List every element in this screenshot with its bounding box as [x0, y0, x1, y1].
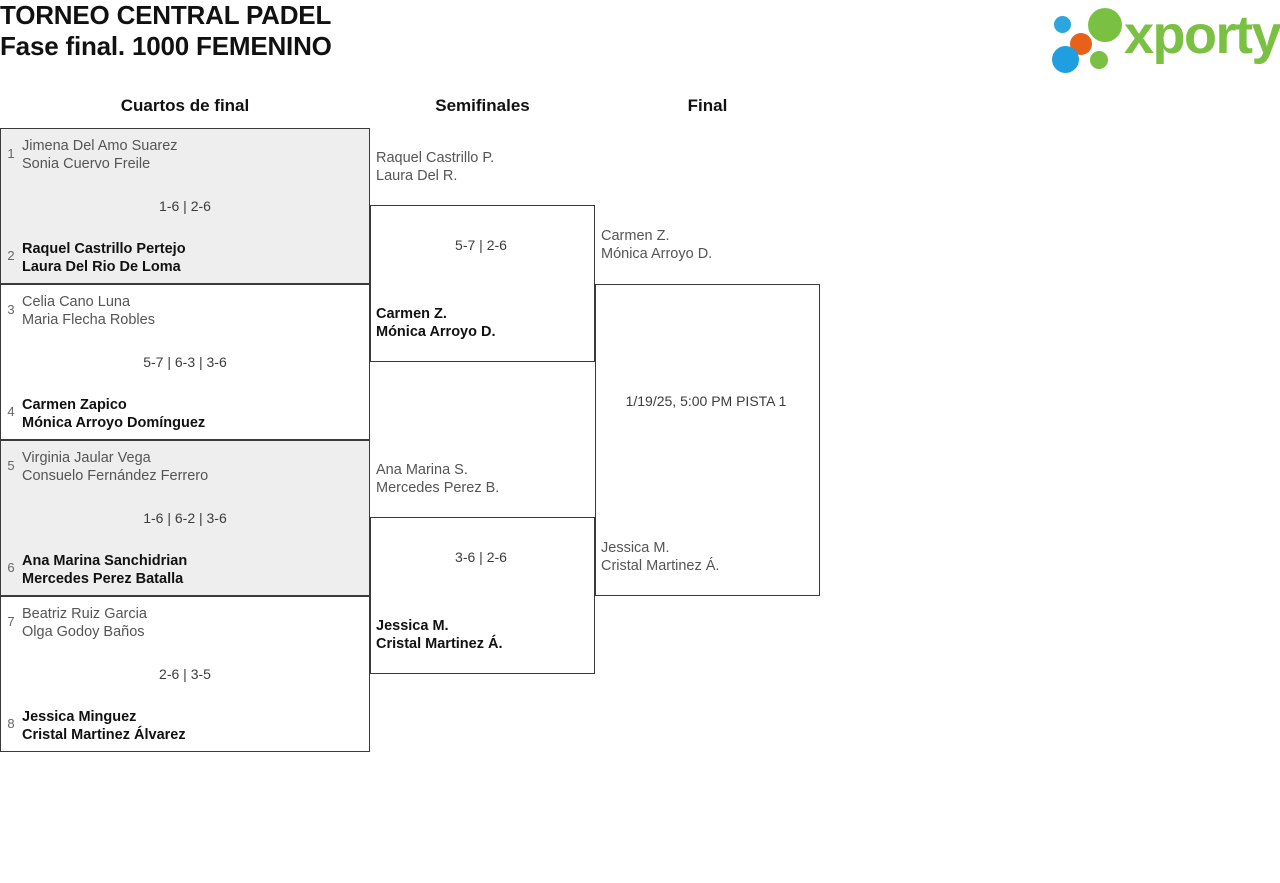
seed-number: 5: [7, 458, 15, 473]
player-name: Mónica Arroyo Domínguez: [22, 415, 206, 431]
player-name: Cristal Martinez Álvarez: [22, 727, 186, 743]
team-semifinal-2-top: Ana Marina S. Mercedes Perez B.: [376, 461, 499, 497]
match-box-quarterfinal-4[interactable]: [0, 596, 370, 752]
player-name: Laura Del Rio De Loma: [22, 259, 181, 275]
round-header-semifinals: Semifinales: [435, 96, 530, 115]
round-header-quarterfinals: Cuartos de final: [120, 96, 250, 115]
team-quarterfinal-3-bottom: Ana Marina Sanchidrian Mercedes Perez Ba…: [22, 552, 187, 588]
logo-dot-blue-small-icon: [1054, 16, 1071, 33]
team-quarterfinal-3-top: Virginia Jaular Vega Consuelo Fernández …: [22, 449, 208, 485]
player-name: Carmen Zapico: [22, 397, 127, 413]
score-quarterfinal-1: 1-6 | 2-6: [159, 198, 211, 214]
seed-number: 8: [7, 716, 15, 731]
team-quarterfinal-4-bottom: Jessica Minguez Cristal Martinez Álvarez: [22, 708, 186, 744]
match-box-semifinal-1[interactable]: [370, 205, 595, 362]
match-box-quarterfinal-2[interactable]: [0, 284, 370, 440]
score-quarterfinal-2: 5-7 | 6-3 | 3-6: [143, 354, 227, 370]
player-name: Mónica Arroyo D.: [601, 246, 713, 262]
tournament-phase: Fase final. 1000 FEMENINO: [0, 31, 332, 61]
match-box-quarterfinal-3[interactable]: [0, 440, 370, 596]
round-header-final: Final: [687, 96, 728, 115]
seed-number: 1: [7, 146, 15, 161]
player-name: Jessica M.: [601, 540, 670, 556]
seed-number: 3: [7, 302, 15, 317]
player-name: Celia Cano Luna: [22, 294, 131, 310]
match-box-quarterfinal-1[interactable]: [0, 128, 370, 284]
team-quarterfinal-2-top: Celia Cano Luna Maria Flecha Robles: [22, 293, 155, 329]
player-name: Jimena Del Amo Suarez: [22, 138, 178, 154]
player-name: Raquel Castrillo Pertejo: [22, 241, 186, 257]
team-semifinal-2-bottom: Jessica M. Cristal Martinez Á.: [376, 617, 503, 653]
player-name: Olga Godoy Baños: [22, 624, 145, 640]
player-name: Virginia Jaular Vega: [22, 450, 151, 466]
page-title: TORNEO CENTRAL PADEL Fase final. 1000 FE…: [0, 0, 332, 62]
player-name: Ana Marina Sanchidrian: [22, 553, 188, 569]
score-semifinal-2: 3-6 | 2-6: [455, 549, 507, 565]
xporty-logo[interactable]: xporty: [1052, 5, 1280, 73]
player-name: Beatriz Ruiz Garcia: [22, 606, 147, 622]
team-final-bottom: Jessica M. Cristal Martinez Á.: [601, 539, 719, 575]
team-semifinal-1-bottom: Carmen Z. Mónica Arroyo D.: [376, 305, 496, 341]
logo-dot-blue-large-icon: [1052, 46, 1079, 73]
player-name: Maria Flecha Robles: [22, 312, 155, 328]
player-name: Jessica M.: [376, 618, 449, 634]
score-quarterfinal-4: 2-6 | 3-5: [159, 666, 211, 682]
player-name: Carmen Z.: [601, 228, 670, 244]
final-schedule: 1/19/25, 5:00 PM PISTA 1: [625, 393, 787, 409]
score-quarterfinal-3: 1-6 | 6-2 | 3-6: [143, 510, 227, 526]
player-name: Mónica Arroyo D.: [376, 324, 496, 340]
logo-dot-green-small-icon: [1090, 51, 1108, 69]
seed-number: 6: [7, 560, 15, 575]
logo-dot-green-large-icon: [1088, 8, 1122, 42]
seed-number: 7: [7, 614, 15, 629]
match-box-final[interactable]: [595, 284, 820, 596]
player-name: Cristal Martinez Á.: [601, 558, 720, 574]
player-name: Sonia Cuervo Freile: [22, 156, 151, 172]
team-quarterfinal-1-bottom: Raquel Castrillo Pertejo Laura Del Rio D…: [22, 240, 186, 276]
team-quarterfinal-4-top: Beatriz Ruiz Garcia Olga Godoy Baños: [22, 605, 147, 641]
team-quarterfinal-2-bottom: Carmen Zapico Mónica Arroyo Domínguez: [22, 396, 205, 432]
player-name: Carmen Z.: [376, 306, 447, 322]
player-name: Cristal Martinez Á.: [376, 636, 503, 652]
player-name: Jessica Minguez: [22, 709, 137, 725]
player-name: Raquel Castrillo P.: [376, 150, 495, 166]
logo-wordmark: xporty: [1124, 5, 1280, 65]
player-name: Ana Marina S.: [376, 462, 468, 478]
team-semifinal-1-top: Raquel Castrillo P. Laura Del R.: [376, 149, 494, 185]
player-name: Consuelo Fernández Ferrero: [22, 468, 209, 484]
seed-number: 2: [7, 248, 15, 263]
score-semifinal-1: 5-7 | 2-6: [455, 237, 507, 253]
team-final-top: Carmen Z. Mónica Arroyo D.: [601, 227, 712, 263]
player-name: Mercedes Perez B.: [376, 480, 500, 496]
player-name: Laura Del R.: [376, 168, 458, 184]
team-quarterfinal-1-top: Jimena Del Amo Suarez Sonia Cuervo Freil…: [22, 137, 178, 173]
tournament-name: TORNEO CENTRAL PADEL: [0, 0, 332, 30]
player-name: Mercedes Perez Batalla: [22, 571, 184, 587]
seed-number: 4: [7, 404, 15, 419]
match-box-semifinal-2[interactable]: [370, 517, 595, 674]
